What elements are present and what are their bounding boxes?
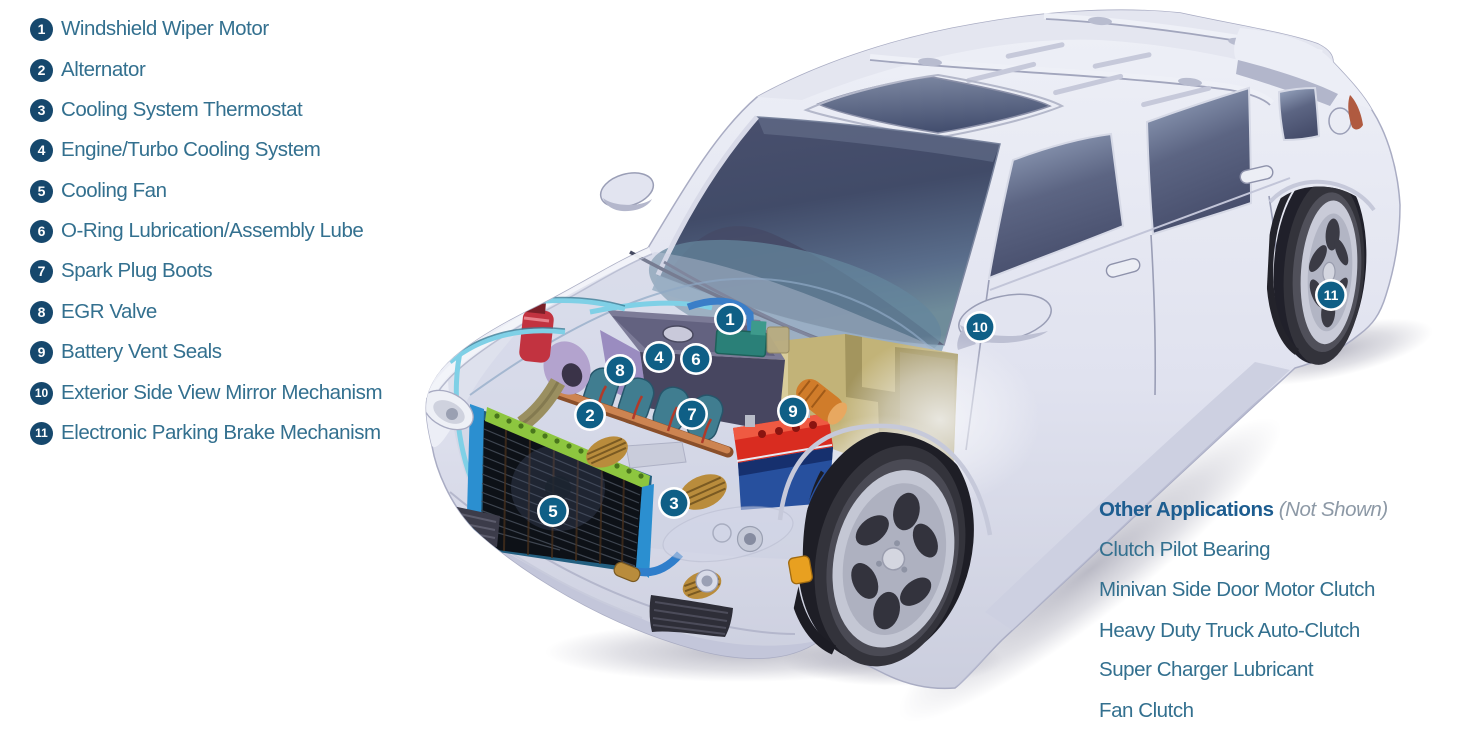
svg-text:11: 11 xyxy=(1324,287,1339,303)
svg-text:5: 5 xyxy=(548,502,557,521)
svg-text:3: 3 xyxy=(669,494,678,513)
svg-text:10: 10 xyxy=(972,319,988,335)
svg-text:4: 4 xyxy=(654,348,664,367)
svg-text:8: 8 xyxy=(615,361,624,380)
svg-text:1: 1 xyxy=(725,310,734,329)
svg-text:2: 2 xyxy=(585,406,594,425)
svg-text:7: 7 xyxy=(687,405,696,424)
svg-text:9: 9 xyxy=(788,402,797,421)
svg-text:6: 6 xyxy=(691,350,700,369)
